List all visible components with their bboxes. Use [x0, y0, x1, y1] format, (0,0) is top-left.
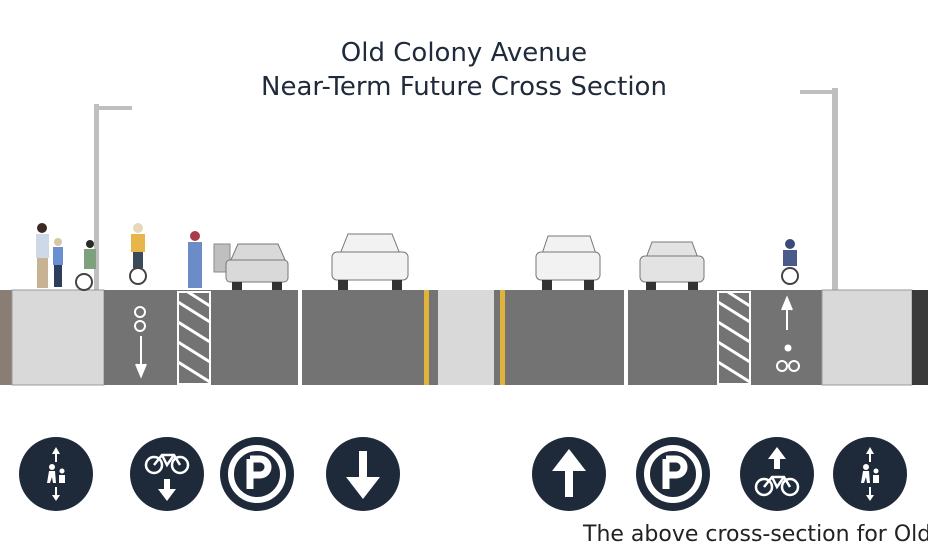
- pedestrian-group-left: [36, 223, 96, 291]
- legend-pedestrian-icon-right: [833, 437, 907, 511]
- cyclist-right: [781, 239, 799, 285]
- street-light-right: [800, 88, 838, 290]
- bike-lane-right-marking: [776, 295, 800, 372]
- buffer-right: [717, 290, 751, 385]
- sidewalk-right: [821, 289, 913, 386]
- car-northbound: [535, 235, 601, 290]
- left-edge-strip: [0, 290, 12, 385]
- street-light-left: [94, 104, 132, 290]
- median-stripe-left: [424, 290, 429, 385]
- caption-text: The above cross-section for Old: [583, 522, 928, 547]
- cyclist-left: [129, 223, 147, 285]
- pedestrian-woman-left: [188, 231, 202, 288]
- legend-arrow-up-icon: [532, 437, 606, 511]
- buffer-left: [177, 290, 211, 385]
- title-line-1: Old Colony Avenue: [340, 38, 588, 68]
- lane-line-2: [624, 290, 628, 385]
- diagram-title: Old Colony Avenue Near-Term Future Cross…: [0, 36, 928, 104]
- car-southbound: [331, 233, 409, 290]
- lane-line-1: [298, 290, 302, 390]
- legend-parking-icon: [220, 437, 294, 511]
- parked-car-right: [639, 241, 705, 290]
- median-stripe-right: [500, 290, 505, 385]
- legend-bike-down-icon: [130, 437, 204, 511]
- bike-lane-left-marking: [134, 306, 147, 379]
- legend-pedestrian-icon: [19, 437, 93, 511]
- legend-parking-icon-right: [636, 437, 710, 511]
- title-line-2: Near-Term Future Cross Section: [261, 72, 667, 102]
- median-island: [438, 290, 494, 385]
- legend-arrow-down-icon: [326, 437, 400, 511]
- right-edge-strip: [912, 290, 928, 385]
- cross-section-scene: [0, 88, 928, 390]
- sidewalk-left: [11, 289, 105, 386]
- parked-car-left: [213, 243, 289, 290]
- legend-bike-up-icon: [740, 437, 814, 511]
